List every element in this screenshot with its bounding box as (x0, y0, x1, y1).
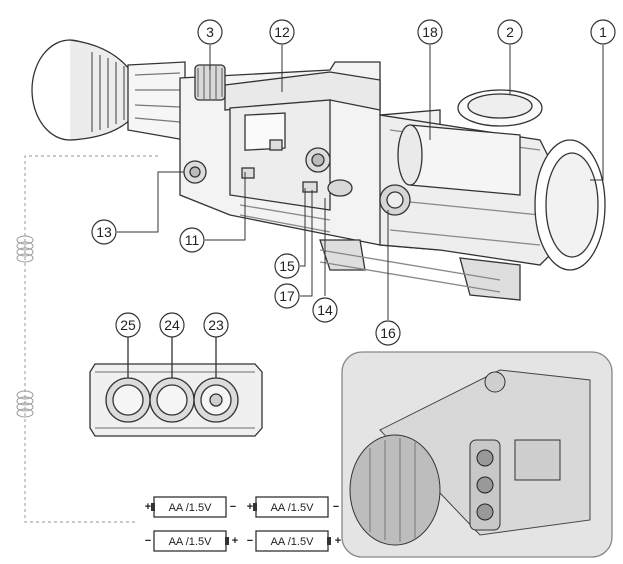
battery-1: + AA /1.5V − (145, 496, 236, 518)
callout-1: 1 (590, 19, 616, 45)
dashed-connector (24, 155, 158, 523)
callout-label: 25 (120, 317, 136, 333)
callout-15: 15 (274, 253, 300, 279)
battery-label: AA /1.5V (271, 536, 314, 548)
battery-sign: − (247, 535, 253, 547)
battery-4: − AA /1.5V + (247, 530, 341, 552)
callout-label: 24 (164, 317, 180, 333)
callout-14: 14 (312, 297, 338, 323)
button-cap (193, 377, 239, 423)
callout-2: 2 (497, 19, 523, 45)
callout-label: 3 (206, 24, 214, 40)
battery-label: AA /1.5V (271, 502, 314, 514)
callout-12: 12 (269, 19, 295, 45)
battery-label: AA /1.5V (169, 502, 212, 514)
battery-3: − AA /1.5V + (145, 530, 238, 552)
riflescope-body (31, 39, 606, 301)
callout-label: 1 (599, 24, 607, 40)
callout-11: 11 (179, 227, 205, 253)
battery-sign: + (145, 501, 151, 513)
button-cap (105, 377, 151, 423)
callout-label: 14 (317, 302, 333, 318)
callout-label: 15 (279, 258, 295, 274)
button-cap (149, 377, 195, 423)
battery-sign: − (145, 535, 151, 547)
callout-16: 16 (375, 320, 401, 346)
battery-cap-panel (89, 337, 263, 437)
callout-23: 23 (203, 312, 229, 338)
callout-label: 16 (380, 325, 396, 341)
callout-label: 11 (185, 232, 200, 248)
callout-3: 3 (197, 19, 223, 45)
callout-25: 25 (115, 312, 141, 338)
callout-24: 24 (159, 312, 185, 338)
callout-label: 13 (96, 224, 112, 240)
battery-sign: − (230, 501, 236, 513)
callout-label: 12 (274, 24, 290, 40)
battery-sign: + (232, 535, 238, 547)
callout-label: 17 (279, 288, 295, 304)
coil-spring-icon (16, 235, 34, 263)
coil-spring-icon (16, 390, 34, 418)
callout-label: 2 (506, 24, 514, 40)
callout-label: 23 (208, 317, 224, 333)
battery-sign: + (247, 501, 253, 513)
callout-18: 18 (417, 19, 443, 45)
callout-17: 17 (274, 283, 300, 309)
battery-sign: + (335, 535, 341, 547)
closeup-inset (341, 351, 613, 558)
battery-label: AA /1.5V (169, 536, 212, 548)
leader-lines (117, 45, 604, 320)
battery-2: + AA /1.5V − (247, 496, 339, 518)
callout-13: 13 (91, 219, 117, 245)
callout-label: 18 (422, 24, 438, 40)
battery-sign: − (333, 501, 339, 513)
